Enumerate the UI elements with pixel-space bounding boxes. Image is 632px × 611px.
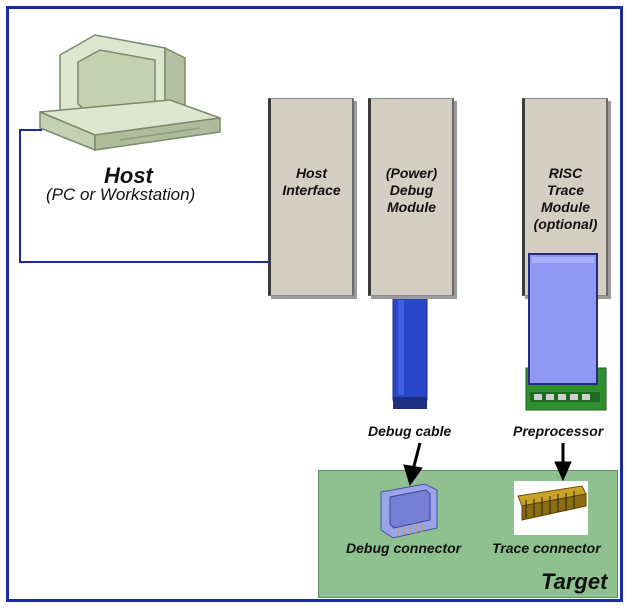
debug-module-line-2: Debug [389, 182, 434, 198]
debug-module: (Power) Debug Module [368, 98, 454, 296]
host-interface-line-1: Host [295, 165, 328, 181]
debug-connector-icon [380, 483, 438, 539]
host-interface-label: Host Interface [271, 165, 352, 199]
risc-trace-line-4: (optional) [533, 216, 598, 232]
trace-connector-label: Trace connector [492, 540, 601, 556]
debug-arrow [403, 442, 423, 487]
trace-connector-icon [514, 481, 588, 535]
target-label: Target [541, 569, 608, 594]
trace-cable-highlight [532, 257, 594, 263]
debug-connector-label: Debug connector [346, 540, 462, 556]
host-computer-icon [39, 34, 221, 152]
debug-cable-icon [392, 295, 428, 409]
host-subtitle: (PC or Workstation) [46, 185, 196, 204]
risc-trace-label: RISC Trace Module (optional) [525, 165, 606, 233]
preprocessor-label: Preprocessor [513, 423, 604, 439]
debug-module-line-1: (Power) [385, 165, 438, 181]
trace-arrow [554, 443, 572, 482]
outer-frame [6, 6, 623, 602]
risc-trace-line-1: RISC [548, 165, 583, 181]
host-interface-module: Host Interface [268, 98, 354, 296]
host-link-line [19, 129, 268, 263]
trace-cable-icon [528, 253, 598, 385]
risc-trace-line-2: Trace [546, 182, 585, 198]
host-interface-line-2: Interface [282, 182, 341, 198]
debug-cable-label: Debug cable [368, 423, 452, 439]
host-title: Host [104, 163, 153, 188]
debug-module-line-3: Module [387, 199, 436, 215]
risc-trace-line-3: Module [541, 199, 590, 215]
debug-module-label: (Power) Debug Module [371, 165, 452, 216]
